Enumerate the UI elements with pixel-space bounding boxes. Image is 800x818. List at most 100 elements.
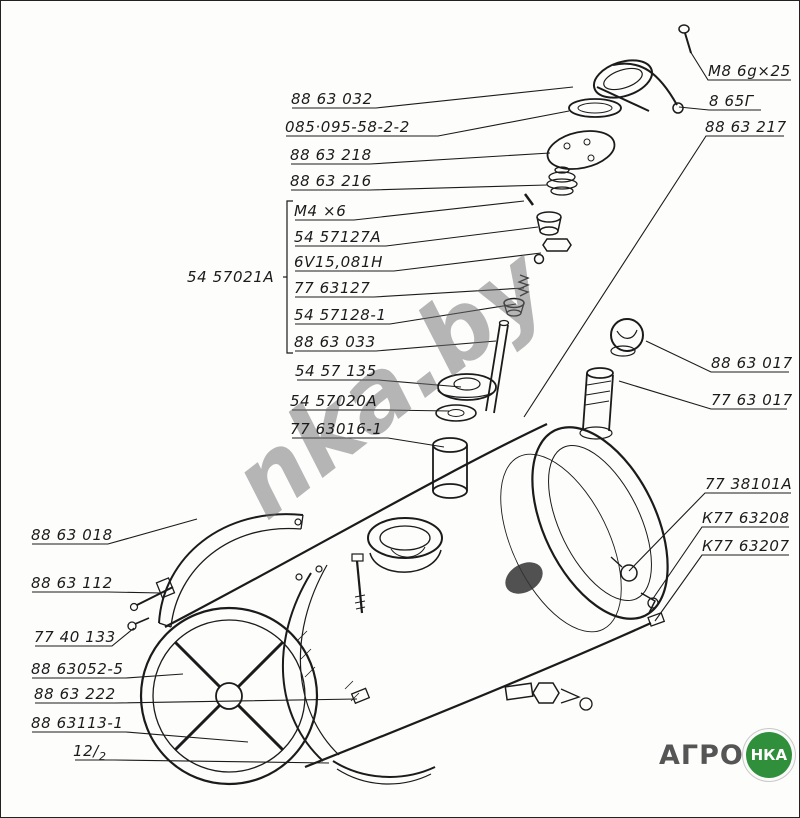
pin	[523, 193, 535, 206]
ball	[533, 253, 545, 265]
tank-rear-endcap	[531, 426, 669, 620]
vendor-logo-nka-badge: НКА	[745, 732, 792, 778]
callout-7740133: 77 40 133	[34, 628, 116, 646]
callout-7763017: 77 63 017	[711, 391, 793, 409]
spring-cup-top	[503, 297, 525, 309]
stud	[355, 560, 364, 614]
cap-bar	[596, 86, 650, 112]
callout-8863217: 88 63 217	[705, 118, 787, 136]
clamp-lug	[155, 577, 176, 599]
gasket	[568, 98, 622, 118]
callout-5457127a: 54 57127A	[294, 228, 382, 246]
cap-lever-eye	[672, 102, 684, 114]
valve-cup-bottom	[539, 226, 559, 236]
leader-line	[628, 492, 791, 572]
leader-line	[32, 591, 162, 594]
leader-line	[292, 409, 450, 412]
leader-line	[523, 135, 784, 418]
tank-body	[127, 318, 669, 786]
leader-line	[651, 526, 789, 601]
gasket-inner	[577, 102, 613, 114]
clamp-bolt-head	[129, 602, 139, 612]
callout-7763016-1: 77 63016-1	[290, 420, 383, 438]
small-bolt-shank	[134, 617, 150, 625]
right-neck-threads	[584, 380, 612, 406]
fraction-denominator: 2	[98, 750, 107, 763]
callout-m8-bolt: М8 6g×25	[708, 62, 791, 80]
stem-left	[485, 323, 501, 412]
drain-cone	[560, 688, 581, 704]
strap-inner	[170, 527, 302, 628]
strap-outer	[158, 513, 304, 624]
right-neck-base	[579, 426, 613, 440]
strap-end-bolt	[294, 518, 302, 526]
callout-8863218: 88 63 218	[290, 146, 372, 164]
saddle-inner	[336, 768, 432, 785]
stud-head	[351, 553, 364, 562]
right-cap	[610, 318, 644, 352]
nut	[542, 238, 572, 252]
hatching	[296, 630, 360, 702]
tank-front-rim	[139, 606, 319, 786]
vendor-logo-agro-text: АГРО	[659, 739, 744, 771]
band-bolt	[315, 565, 323, 573]
bellows	[546, 166, 578, 196]
leader-line	[32, 518, 198, 545]
callout-8863113-1: 88 63113-1	[31, 714, 124, 732]
flange-skirt	[437, 388, 497, 398]
tank-band-outer	[281, 572, 324, 762]
callout-8863052-5: 88 63052-5	[31, 660, 124, 678]
flange-hole	[453, 377, 481, 391]
cap-lever	[612, 62, 678, 106]
band-bolt	[295, 573, 303, 581]
exploded-parts	[432, 24, 692, 499]
callout-8863017: 88 63 017	[711, 354, 793, 372]
drain-hex	[532, 682, 560, 704]
callout-5457135: 54 57 135	[295, 362, 377, 380]
callout-7763127: 77 63127	[294, 279, 371, 297]
leader-line	[35, 627, 135, 647]
leader-line	[654, 554, 789, 622]
leader-line	[295, 287, 525, 298]
spoke-hub	[215, 682, 243, 710]
leader-line	[618, 380, 787, 410]
spoke-cross	[173, 640, 285, 752]
filler-cap-inner	[603, 67, 643, 91]
flange-disc	[437, 373, 497, 401]
drain-handle	[579, 697, 593, 711]
leader-line	[291, 152, 551, 165]
right-neck-top	[586, 367, 614, 379]
leader-lines	[32, 50, 791, 764]
neck-top	[432, 437, 468, 453]
leader-line	[75, 759, 330, 764]
plate-hole	[563, 142, 571, 150]
leader-line	[291, 184, 548, 191]
leader-line	[32, 731, 249, 743]
callout-assembly-5457021a: 54 57021A	[187, 268, 275, 286]
callout-gasket: 085·095-58-2-2	[285, 118, 410, 136]
drain-pipe	[504, 682, 534, 701]
leader-line	[295, 252, 542, 272]
fraction-slash: /	[93, 742, 99, 760]
callout-865g: 8 65Г	[709, 92, 754, 110]
fraction-numerator: 12	[73, 742, 94, 760]
strap-bracket	[505, 562, 543, 594]
callout-quantity-fraction: 12/2	[73, 742, 107, 763]
top-bolt-head	[678, 24, 690, 34]
leader-line	[295, 340, 497, 352]
saddle-outer	[332, 760, 436, 778]
callout-8863032: 88 63 032	[291, 90, 373, 108]
washer	[435, 404, 477, 422]
callout-8863033: 88 63 033	[294, 333, 376, 351]
tank-top-edge	[164, 423, 548, 628]
callout-6v15081h: 6V15,081H	[294, 253, 383, 271]
callout-5457020a: 54 57020A	[290, 392, 378, 410]
tank-bottom-edge	[304, 621, 652, 769]
spring-cup-bottom	[506, 309, 522, 317]
filler-flange	[369, 549, 442, 573]
neck-bottom	[432, 483, 468, 499]
callout-m4x6: М4 ×6	[294, 202, 347, 220]
nipple-fitting	[647, 612, 666, 627]
tank-weld-seam	[500, 453, 622, 633]
